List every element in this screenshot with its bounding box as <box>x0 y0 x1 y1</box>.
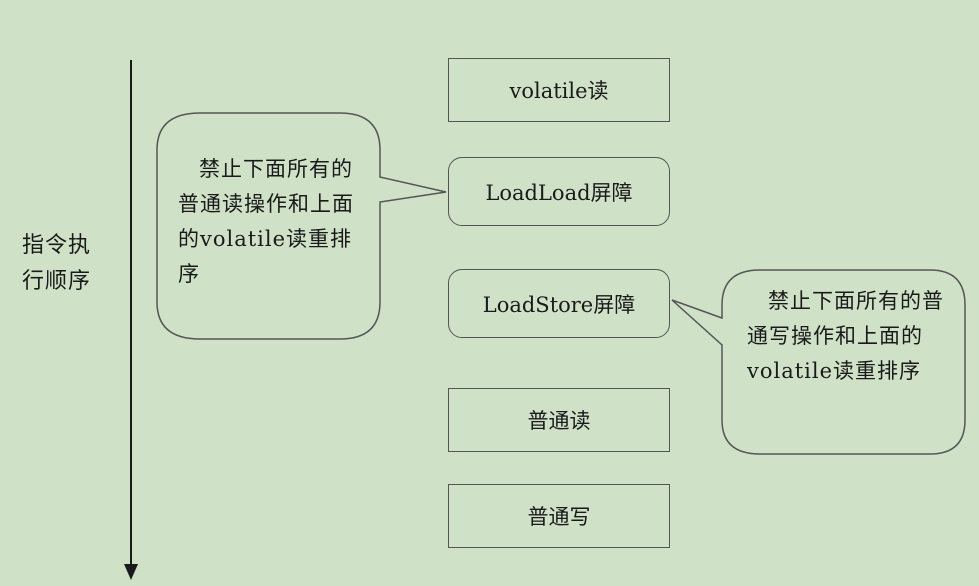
callout-right-bubble <box>671 269 966 455</box>
execution-order-arrow-head <box>124 564 138 580</box>
loadstore-barrier-box: LoadStore屏障 <box>448 269 670 338</box>
callout-left-text: 禁止下面所有的普通读操作和上面的volatile读重排序 <box>178 157 354 286</box>
normal-read-box: 普通读 <box>448 388 670 452</box>
callout-left-bubble <box>156 112 447 340</box>
normal-write-box: 普通写 <box>448 484 670 548</box>
callout-right-text: 禁止下面所有的普通写操作和上面的volatile读重排序 <box>747 289 944 383</box>
loadload-barrier-box: LoadLoad屏障 <box>448 157 670 226</box>
execution-order-label: 指令执行顺序 <box>22 233 92 294</box>
volatile-read-box: volatile读 <box>448 58 670 122</box>
